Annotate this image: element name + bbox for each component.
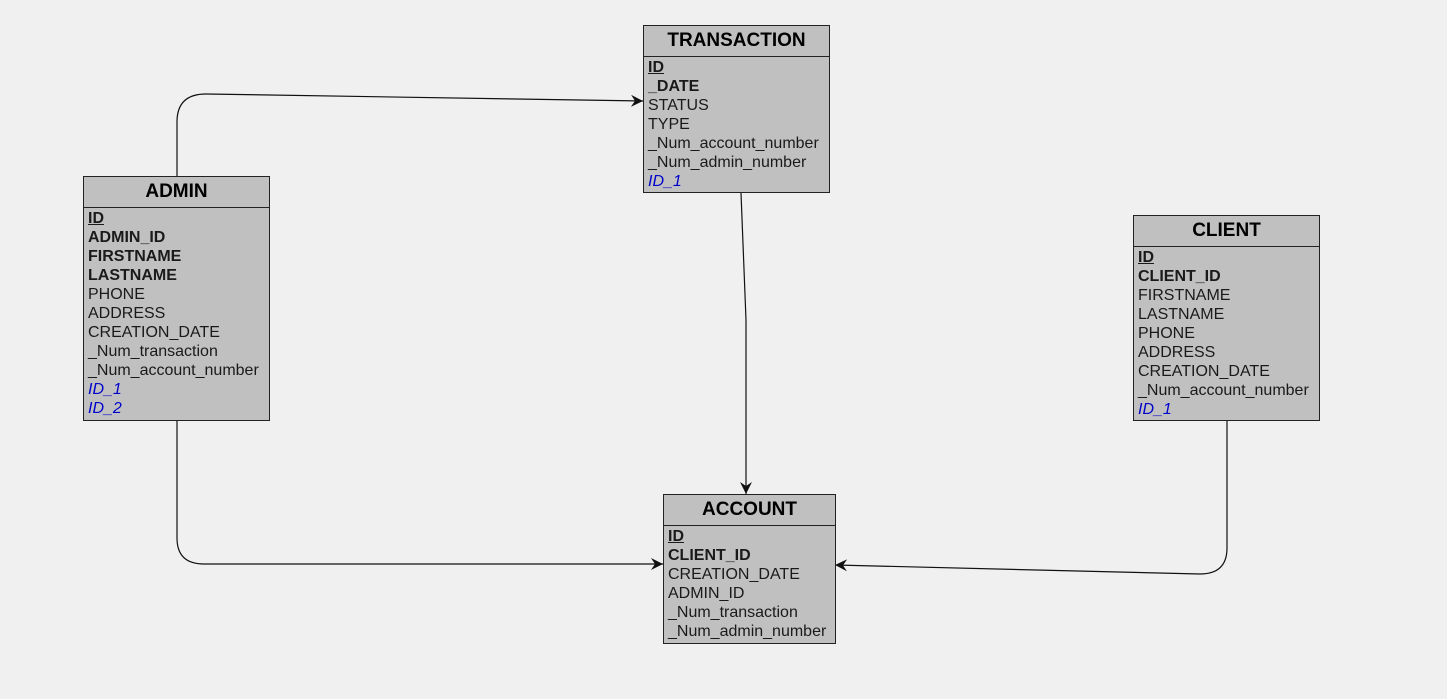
attribute-field: FIRSTNAME [1138, 287, 1231, 304]
link-admin-to-account [176, 421, 663, 570]
foreign-key-field: ID_1 [1138, 401, 1172, 418]
attribute-field: LASTNAME [88, 267, 177, 284]
primary-key-field: ID [648, 59, 664, 76]
field-list: ID CLIENT_ID FIRSTNAME LASTNAME PHONE ADDRESS… [1134, 247, 1319, 423]
entity-account[interactable]: ACCOUNT ID CLIENT_ID CREATION_DATE ADMIN_ID… [663, 494, 836, 644]
attribute-field: _Num_transaction [668, 604, 798, 621]
attribute-field: CLIENT_ID [668, 547, 751, 564]
attribute-field: CREATION_DATE [1138, 363, 1270, 380]
entity-admin[interactable]: ADMIN ID ADMIN_ID FIRSTNAME LASTNAME PHONE AD… [83, 176, 270, 421]
attribute-field: STATUS [648, 97, 709, 114]
entity-transaction[interactable]: TRANSACTION ID _DATE STATUS TYPE _Num_accoun… [643, 25, 830, 193]
foreign-key-field: ID_2 [88, 400, 122, 417]
attribute-field: ADMIN_ID [668, 585, 745, 602]
attribute-field: ADDRESS [1138, 344, 1216, 361]
field-list: ID CLIENT_ID CREATION_DATE ADMIN_ID _Num_tra… [664, 526, 835, 645]
entity-title: TRANSACTION [644, 26, 829, 57]
attribute-field: CREATION_DATE [668, 566, 800, 583]
foreign-key-field: ID_1 [88, 381, 122, 398]
attribute-field: _Num_account_number [1138, 382, 1309, 399]
primary-key-field: ID [668, 528, 684, 545]
attribute-field: FIRSTNAME [88, 248, 182, 265]
primary-key-field: ID [1138, 249, 1154, 266]
entity-title: CLIENT [1134, 216, 1319, 247]
attribute-field: _Num_account_number [88, 362, 259, 379]
attribute-field: CLIENT_ID [1138, 268, 1221, 285]
attribute-field: ADMIN_ID [88, 229, 166, 246]
attribute-field: _DATE [648, 78, 700, 95]
attribute-field: LASTNAME [1138, 306, 1225, 323]
attribute-field: CREATION_DATE [88, 324, 220, 341]
field-list: ID _DATE STATUS TYPE _Num_account_number _Num… [644, 57, 829, 195]
entity-title: ADMIN [84, 177, 269, 208]
attribute-field: PHONE [1138, 325, 1195, 342]
attribute-field: _Num_transaction [88, 343, 218, 360]
link-client-to-account [834, 421, 1228, 575]
attribute-field: PHONE [88, 286, 145, 303]
field-list: ID ADMIN_ID FIRSTNAME LASTNAME PHONE ADDRESS C… [84, 208, 269, 422]
link-transaction-to-account [740, 192, 752, 494]
attribute-field: _Num_admin_number [648, 154, 807, 171]
attribute-field: ADDRESS [88, 305, 166, 322]
primary-key-field: ID [88, 210, 104, 227]
entity-title: ACCOUNT [664, 495, 835, 526]
attribute-field: _Num_admin_number [668, 623, 827, 640]
entity-client[interactable]: CLIENT ID CLIENT_ID FIRSTNAME LASTNAME PHONE… [1133, 215, 1320, 421]
link-admin-to-transaction [176, 93, 644, 176]
attribute-field: TYPE [648, 116, 690, 133]
attribute-field: _Num_account_number [648, 135, 819, 152]
foreign-key-field: ID_1 [648, 173, 682, 190]
